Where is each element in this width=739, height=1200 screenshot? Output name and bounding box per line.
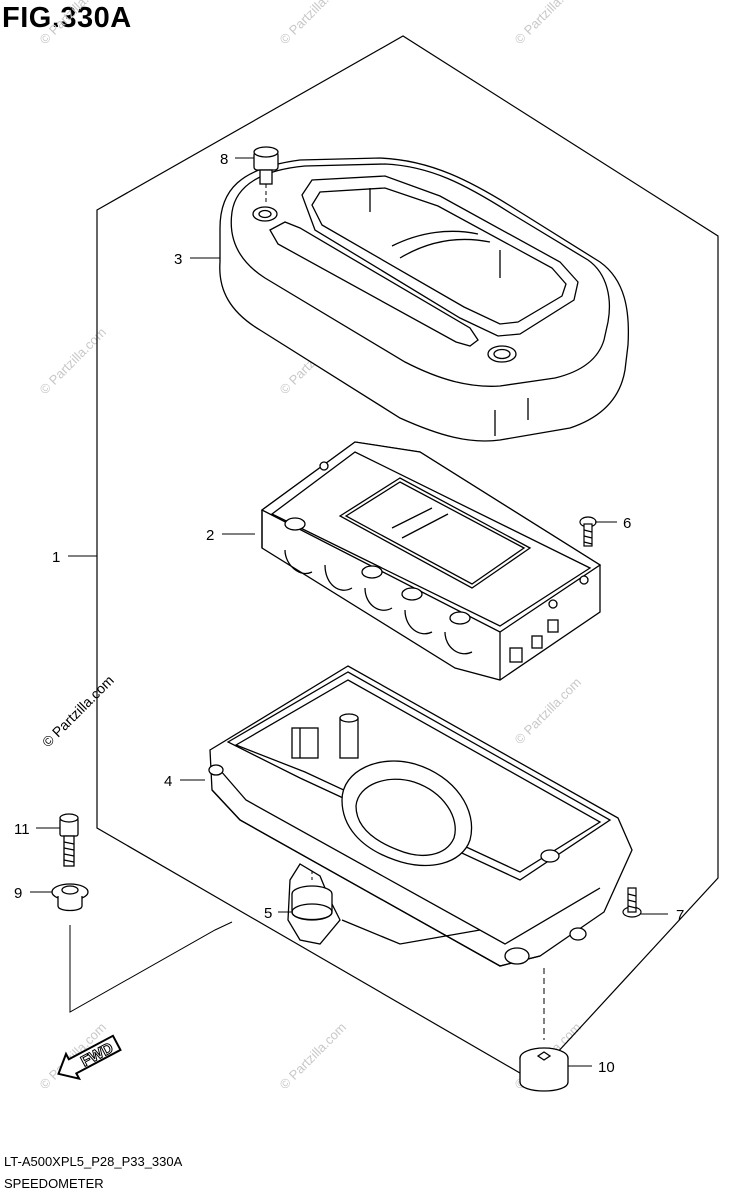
watermark: © Partzilla.com bbox=[512, 675, 585, 748]
callout-2: 2 bbox=[206, 527, 214, 544]
meter-unit-part bbox=[260, 441, 602, 681]
watermark: © Partzilla.com bbox=[277, 1020, 350, 1093]
leader-lines bbox=[30, 157, 668, 1067]
callout-10: 10 bbox=[598, 1059, 615, 1076]
callout-11: 11 bbox=[14, 821, 30, 838]
figure-title: FIG.330A bbox=[2, 2, 132, 34]
screw-part-8 bbox=[253, 146, 279, 185]
watermark: © Partzilla.com bbox=[37, 0, 110, 47]
callout-9: 9 bbox=[14, 885, 22, 902]
callout-7: 7 bbox=[676, 907, 684, 924]
callout-labels: 1 2 3 4 5 6 7 8 9 10 11 bbox=[14, 151, 684, 1076]
callout-6: 6 bbox=[623, 515, 631, 532]
case-part bbox=[208, 665, 633, 967]
collar-part-9 bbox=[51, 883, 89, 912]
cushion-part-10 bbox=[519, 1047, 569, 1092]
diagram-code: LT-A500XPL5_P28_P33_330A bbox=[4, 1154, 183, 1169]
watermark: © Partzilla.com bbox=[37, 325, 110, 398]
callout-8: 8 bbox=[220, 151, 228, 168]
callout-4: 4 bbox=[164, 773, 172, 790]
grommet-part-5 bbox=[291, 885, 333, 921]
assembly-outline bbox=[96, 35, 719, 1081]
callout-1: 1 bbox=[52, 549, 60, 566]
watermark: © Partzilla.com bbox=[512, 0, 585, 47]
alignment-lines bbox=[69, 184, 545, 1040]
callout-3: 3 bbox=[174, 251, 182, 268]
screw-part-7 bbox=[622, 887, 642, 918]
diagram-caption: SPEEDOMETER bbox=[4, 1176, 104, 1191]
watermark-large: © Partzilla.com bbox=[39, 672, 117, 750]
front-cover-part bbox=[219, 157, 630, 442]
watermark: © Partzilla.com bbox=[277, 0, 350, 47]
callout-5: 5 bbox=[264, 905, 272, 922]
bolt-part-11 bbox=[59, 813, 79, 867]
screw-part-6 bbox=[579, 516, 597, 547]
